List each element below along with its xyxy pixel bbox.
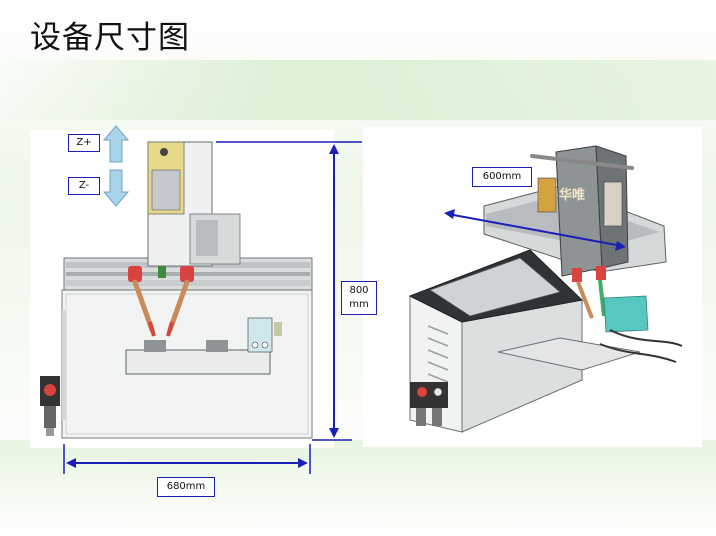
air-regulator (40, 376, 60, 436)
height-unit: mm (349, 299, 369, 310)
height-value: 800 (349, 285, 369, 296)
depth-dimension-label: 600mm (472, 167, 532, 187)
iso-air-regulator (410, 382, 448, 426)
background-band-bottom (0, 440, 716, 536)
width-dimension-label: 680mm (157, 477, 215, 497)
z-minus-label: Z- (68, 177, 100, 195)
welding-torches (128, 266, 194, 337)
work-table (125, 349, 271, 375)
depth-dimension-line (447, 213, 623, 247)
page-title: 设备尺寸图 (30, 20, 190, 56)
background-band (0, 60, 716, 120)
z-up-arrow (102, 125, 130, 163)
z-plus-label: Z+ (68, 134, 100, 152)
iso-torches (572, 266, 683, 363)
height-dimension-label: 800 mm (341, 281, 377, 315)
brand-text: 华唯 (559, 188, 586, 203)
z-down-arrow (102, 169, 130, 207)
